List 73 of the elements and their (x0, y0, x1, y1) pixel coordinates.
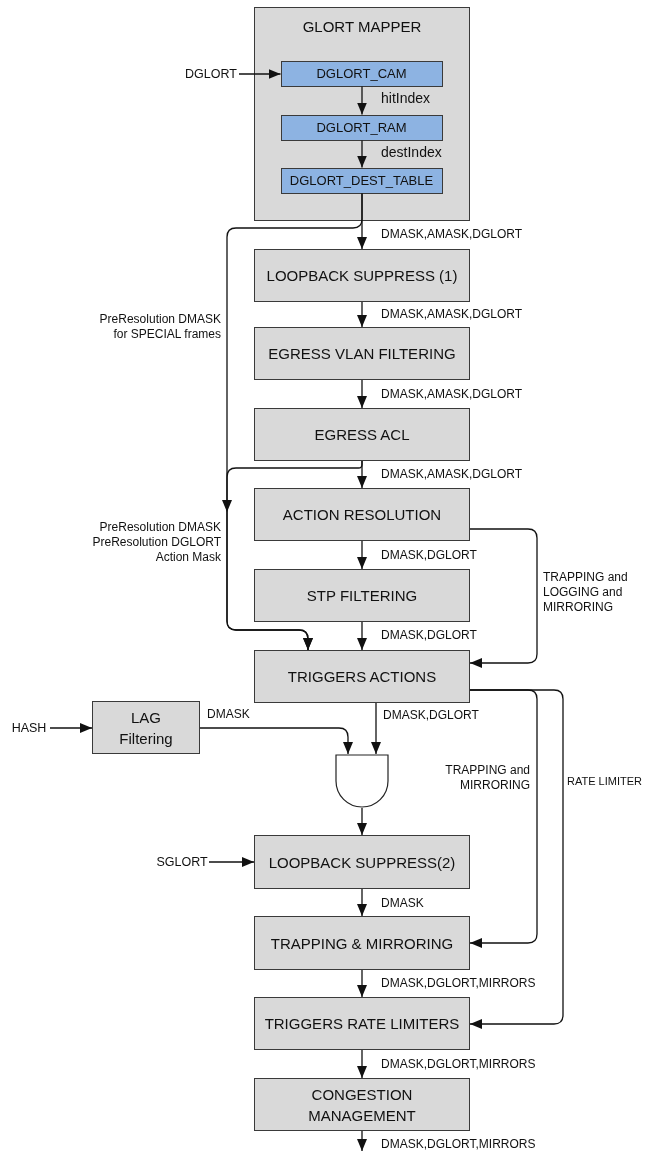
box-label: LAG Filtering (118, 707, 174, 749)
edge-label: destIndex (381, 145, 442, 160)
process-box (254, 997, 470, 1050)
group-title: GLORT MAPPER (301, 18, 423, 35)
box-label: EGRESS VLAN FILTERING (268, 345, 456, 362)
group-box (254, 7, 470, 221)
arrow (371, 702, 381, 755)
edge-label: TRAPPING and LOGGING and MIRRORING (543, 570, 629, 615)
box-label: CONGESTION MANAGEMENT (307, 1084, 417, 1126)
edge-label: RATE LIMITER (567, 774, 642, 789)
arrow (357, 379, 367, 409)
arrow (208, 857, 255, 867)
edge-label: DMASK,AMASK,DGLORT (381, 387, 523, 402)
edge-label: DMASK,AMASK,DGLORT (381, 227, 523, 242)
edge-label: hitIndex (381, 91, 431, 106)
box-label: LOOPBACK SUPPRESS(2) (268, 853, 456, 871)
arrow (357, 1049, 367, 1079)
edge-label: DMASK (381, 896, 424, 911)
process-box (254, 249, 470, 302)
edge-label: DMASK,AMASK,DGLORT (381, 467, 523, 482)
arrow (469, 528, 538, 668)
edge-label: TRAPPING and MIRRORING (444, 763, 530, 793)
box-label: STP FILTERING (306, 587, 418, 604)
edge-label: DMASK,DGLORT,MIRRORS (381, 976, 536, 991)
and-gate-symbol (335, 754, 389, 808)
arrow (469, 689, 538, 948)
arrow (357, 807, 367, 836)
arrow (469, 689, 564, 1029)
table-box (280, 60, 443, 87)
arrow (357, 621, 367, 651)
arrow (49, 723, 93, 733)
box-label: LOOPBACK SUPPRESS (1) (266, 267, 458, 284)
edge-label: DMASK (207, 707, 250, 722)
process-box (254, 1078, 470, 1131)
arrow (199, 727, 353, 755)
arrow (357, 139, 367, 169)
process-box (254, 650, 470, 703)
process-box (254, 835, 470, 889)
process-box (254, 569, 470, 622)
edge-label: DMASK,DGLORT (383, 708, 479, 723)
process-box (254, 916, 470, 970)
arrow (357, 301, 367, 328)
signal-label: SGLORT (155, 853, 209, 871)
edge-label: DMASK,DGLORT,MIRRORS (381, 1057, 536, 1072)
signal-label: HASH (8, 719, 50, 737)
box-label: DGLORT_RAM (316, 120, 407, 135)
process-box (254, 408, 470, 461)
edge-label: DMASK,AMASK,DGLORT (381, 307, 523, 322)
process-box (254, 488, 470, 541)
box-label: TRIGGERS RATE LIMITERS (264, 1015, 460, 1032)
box-label: TRIGGERS ACTIONS (287, 668, 437, 685)
arrow (238, 69, 282, 79)
box-label: DGLORT_CAM (316, 66, 407, 81)
arrow (357, 969, 367, 998)
edge-label: DMASK,DGLORT,MIRRORS (381, 1137, 536, 1151)
box-label: TRAPPING & MIRRORING (270, 934, 454, 952)
box-label: EGRESS ACL (314, 426, 410, 443)
edge-label: DMASK,DGLORT (381, 548, 477, 563)
table-box (280, 167, 443, 194)
process-box (254, 327, 470, 380)
arrow (357, 1130, 367, 1151)
arrow (357, 85, 367, 116)
edge-label: DMASK,DGLORT (381, 628, 477, 643)
arrow (357, 540, 367, 570)
box-label: DGLORT_DEST_TABLE (289, 173, 434, 188)
process-box (92, 701, 200, 754)
arrow (226, 460, 363, 651)
signal-label: DGLORT (183, 65, 239, 83)
edge-label: PreResolution DMASK PreResolution DGLORT Action Mask (91, 520, 221, 565)
arrow (357, 888, 367, 917)
box-label: ACTION RESOLUTION (282, 506, 442, 523)
table-box (280, 114, 443, 141)
edge-label: PreResolution DMASK for SPECIAL frames (98, 312, 221, 342)
